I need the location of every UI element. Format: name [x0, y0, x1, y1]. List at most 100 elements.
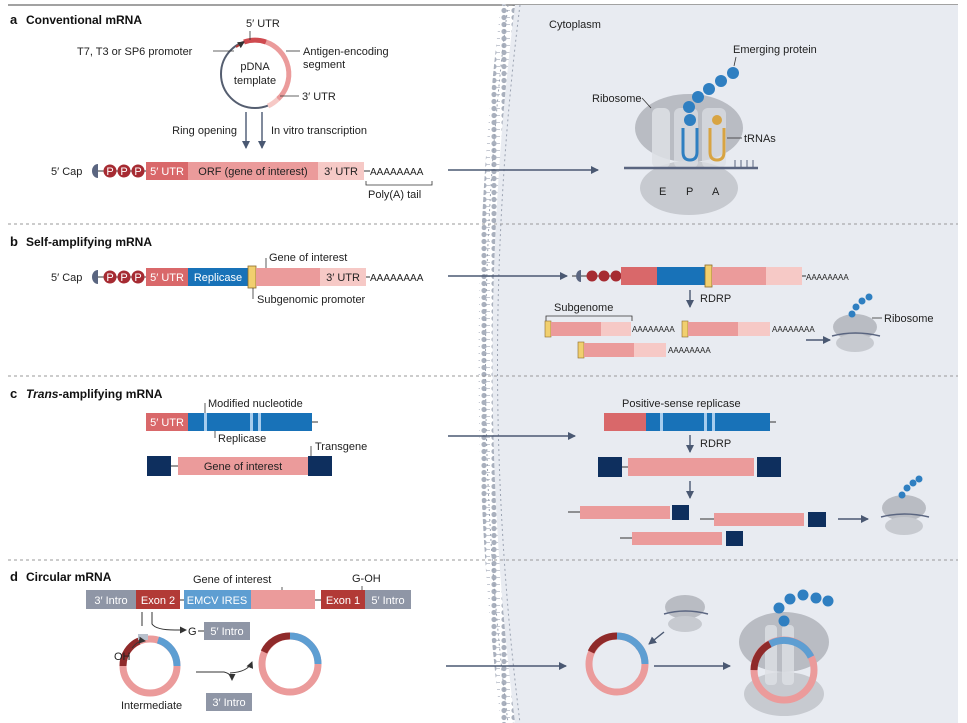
- panel-a-title: Conventional mRNA: [26, 13, 142, 27]
- utr5-block-b: [146, 268, 188, 286]
- site-a: A: [712, 186, 720, 198]
- intro5-block-released: [204, 622, 250, 640]
- ribosome-circular-translation: [739, 589, 834, 716]
- plasmid-utr3-label: 3′ UTR: [302, 91, 336, 103]
- positive-sense-label: Positive-sense replicase: [622, 398, 741, 410]
- intermediate-circle: [119, 634, 181, 697]
- gene-label-b: Gene of interest: [269, 252, 347, 264]
- svg-text:5′ UTR: 5′ UTR: [150, 417, 184, 429]
- ribosome-small-d: [663, 595, 709, 632]
- svg-text:Exon 2: Exon 2: [141, 595, 175, 607]
- svg-text:3′ UTR: 3′ UTR: [324, 166, 358, 178]
- transgene-copy-2: [700, 512, 826, 527]
- trna-icon: [681, 128, 726, 162]
- svg-text:AAAAAAAA: AAAAAAAA: [806, 273, 849, 282]
- svg-text:Gene of interest: Gene of interest: [204, 461, 282, 473]
- svg-text:P: P: [120, 272, 127, 284]
- svg-text:3′ UTR: 3′ UTR: [326, 272, 360, 284]
- circular-rna-cytoplasm: [585, 632, 649, 696]
- svg-text:AAAAAAAA: AAAAAAAA: [632, 325, 675, 334]
- promoter-label: T7, T3 or SP6 promoter: [77, 46, 193, 58]
- utr5-block-c: [146, 413, 188, 431]
- ring-opening-label: Ring opening: [172, 125, 237, 137]
- ribosome-label-b: Ribosome: [884, 313, 934, 325]
- utr3-block-a: [318, 162, 364, 180]
- circular-rna-icon: [258, 632, 322, 696]
- plasmid-label-2: template: [234, 75, 276, 87]
- protein-chain-icon: [683, 67, 739, 126]
- panel-c-title-italic: Trans: [26, 387, 59, 401]
- emcv-ires-block: [184, 590, 251, 609]
- triphosphate: P P P: [103, 164, 145, 178]
- intro3-block: [86, 590, 136, 609]
- ribosome-small-b: [831, 293, 881, 352]
- gene-block-b: [256, 268, 320, 286]
- svg-text:AAAAAAAA: AAAAAAAA: [772, 325, 815, 334]
- polyA-seq-b: AAAAAAAA: [370, 273, 424, 284]
- trnas-label: tRNAs: [744, 133, 776, 145]
- panel-c-title-rest: -amplifying mRNA: [58, 387, 162, 401]
- oh-label: OH: [114, 651, 131, 663]
- rdrp-label-b: RDRP: [700, 293, 731, 305]
- polyA-seq-a: AAAAAAAA: [370, 167, 424, 178]
- cytoplasm-region: [492, 5, 958, 723]
- ivt-label: In vitro transcription: [271, 125, 367, 137]
- emerging-protein-label: Emerging protein: [733, 44, 817, 56]
- plasmid-icon: [220, 37, 292, 109]
- panel-d-title: Circular mRNA: [26, 570, 112, 584]
- svg-text:5′ UTR: 5′ UTR: [150, 272, 184, 284]
- intro3-block-released: [206, 693, 252, 711]
- triphosphate-b: P P P: [103, 270, 145, 284]
- panel-c: c Trans-amplifying mRNA Modified nucleot…: [10, 386, 930, 546]
- svg-text:P: P: [134, 272, 141, 284]
- exon1-block: [321, 590, 365, 609]
- utr3-block-b: [320, 268, 366, 286]
- replicase-block-b: [188, 268, 248, 286]
- utr5-block-a: [146, 162, 188, 180]
- subgenome-copy-3: AAAAAAAA: [577, 341, 711, 359]
- panel-c-letter: c: [10, 386, 17, 401]
- transgene-label: Transgene: [315, 441, 367, 453]
- svg-text:5′ UTR: 5′ UTR: [150, 166, 184, 178]
- cell-membrane: [478, 4, 521, 723]
- cytoplasm-label: Cytoplasm: [549, 19, 601, 31]
- transgene-copy-3: [620, 531, 743, 546]
- panel-d: d Circular mRNA Gene of interest G-OH 3′…: [10, 569, 834, 716]
- subgenome-copy-2: AAAAAAAA: [681, 320, 815, 338]
- svg-text:EMCV IRES: EMCV IRES: [187, 595, 248, 607]
- svg-text:5′ Intro: 5′ Intro: [371, 595, 404, 607]
- gene-block-c: [178, 457, 308, 475]
- svg-text:Exon 1: Exon 1: [326, 595, 360, 607]
- plasmid-utr5-label: 5′ UTR: [246, 18, 280, 30]
- modified-nucleotide-label: Modified nucleotide: [208, 398, 303, 410]
- gene-label-d: Gene of interest: [193, 574, 271, 586]
- exon2-block: [136, 590, 180, 609]
- orf-block-a: [188, 162, 318, 180]
- panel-d-letter: d: [10, 569, 18, 584]
- cap-label-a: 5′ Cap: [51, 166, 82, 178]
- site-e: E: [659, 186, 666, 198]
- panel-b: b Self-amplifying mRNA 5′ Cap P P P 5′ U…: [10, 234, 934, 359]
- svg-text:ORF (gene of interest): ORF (gene of interest): [198, 166, 307, 178]
- svg-text:P: P: [106, 166, 113, 178]
- g-label: G: [188, 626, 197, 638]
- subgenome-label: Subgenome: [554, 302, 613, 314]
- ribosome-small-c: [880, 475, 930, 535]
- subgenomic-promoter: [247, 265, 257, 289]
- cap-label-b: 5′ Cap: [51, 272, 82, 284]
- svg-text:Replicase: Replicase: [194, 272, 242, 284]
- intermediate-label: Intermediate: [121, 700, 182, 712]
- polyA-tail-label: Poly(A) tail: [368, 189, 421, 201]
- replicase-label-c: Replicase: [218, 433, 266, 445]
- ribosome-label-a: Ribosome: [592, 93, 642, 105]
- subgenomic-promoter-label: Subgenomic promoter: [257, 294, 366, 306]
- gene-block-d: [251, 590, 315, 609]
- svg-text:AAAAAAAA: AAAAAAAA: [668, 346, 711, 355]
- cap-icon: [92, 164, 98, 178]
- svg-text:5′ Intro: 5′ Intro: [210, 626, 243, 638]
- svg-text:3′ Intro: 3′ Intro: [212, 697, 245, 709]
- subgenome-copy-1: AAAAAAAA: [544, 320, 675, 338]
- plasmid-label-1: pDNA: [240, 61, 270, 73]
